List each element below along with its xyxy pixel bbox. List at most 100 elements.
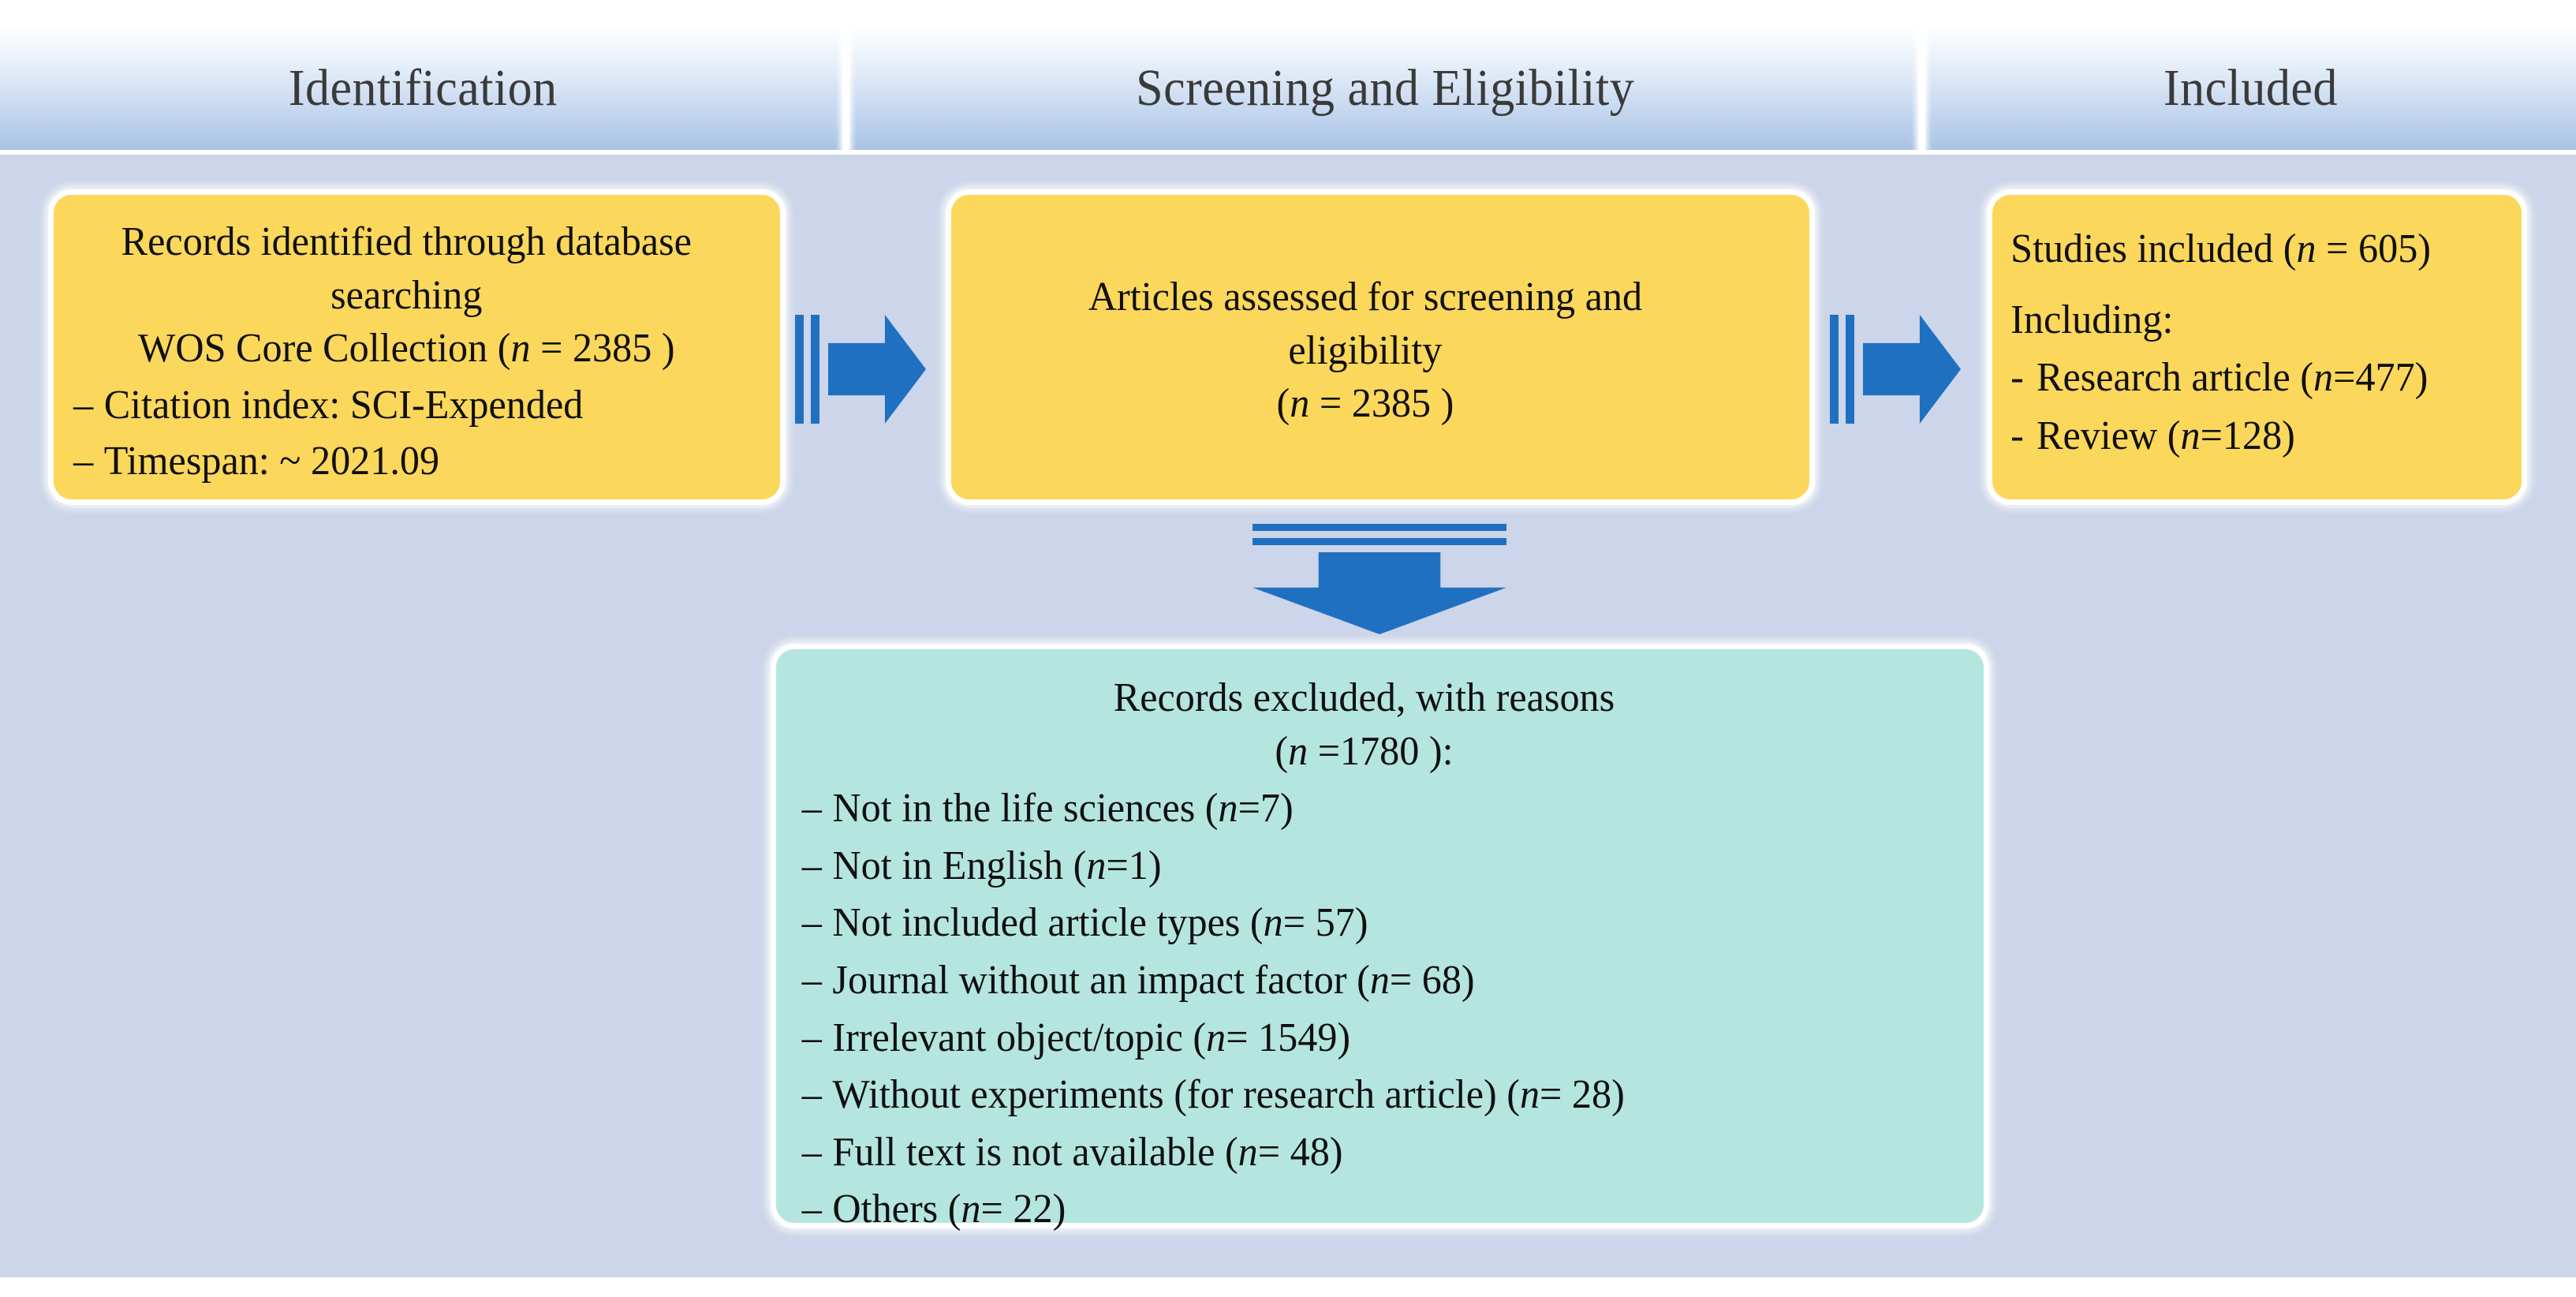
box-records-identified: Records identified through database sear… [48, 189, 786, 505]
header-divider-2 [1918, 26, 1925, 150]
n-symbol: n [510, 326, 531, 372]
n-symbol: n [1206, 1015, 1226, 1060]
reason-count: = 68) [1389, 957, 1475, 1003]
reason-count: =7) [1238, 786, 1294, 832]
bullet-suffix: =477) [2333, 355, 2429, 401]
n-symbol: n [1290, 381, 1310, 427]
bullet-dash: – [801, 957, 822, 1003]
count-prefix: Studies included ( [2010, 226, 2297, 271]
bullet-dash: – [73, 382, 94, 428]
n-symbol: n [961, 1187, 981, 1232]
bullet-prefix: Review ( [2036, 413, 2181, 458]
records-identified-count: WOS Core Collection (n = 2385 ) [73, 322, 739, 376]
diagram-panel: Records identified through database sear… [0, 155, 2576, 1277]
records-excluded-count: (n =1780 ): [802, 725, 1926, 779]
wos-suffix: = 2385 ) [530, 326, 675, 372]
reason-count: = 28) [1540, 1072, 1625, 1118]
bullet-prefix: Research article ( [2036, 355, 2314, 401]
header-section-included: Included [1925, 26, 2576, 150]
header-section-identification: Identification [0, 26, 846, 150]
records-identified-line2: searching [330, 272, 483, 318]
reason-text: Not in English ( [832, 843, 1087, 888]
excluded-reason-6: – Full text is not available (n = 48) [802, 1126, 1926, 1179]
identification-bullet-1: – Timespan: ~ 2021.09 [73, 435, 739, 488]
reason-text: Full text is not available ( [832, 1129, 1238, 1175]
reason-text: Irrelevant object/topic ( [832, 1015, 1207, 1060]
studies-included-count: Studies included (n = 605) [2010, 222, 2492, 276]
bullet-dash: - [2010, 413, 2024, 458]
excluded-reason-4: – Irrelevant object/topic (n = 1549) [802, 1011, 1926, 1065]
header-label-included: Included [2163, 58, 2338, 117]
arrow-head [828, 315, 926, 424]
bullet-dash: – [73, 439, 94, 484]
arrow-screening-to-included [1830, 315, 1961, 424]
including-label: Including: [2010, 297, 2174, 342]
stage-header-band: Identification Screening and Eligibility… [0, 26, 2576, 150]
count-prefix: ( [1276, 381, 1290, 427]
n-symbol: n [2296, 226, 2317, 271]
records-excluded-line1: Records excluded, with reasons [1113, 675, 1615, 720]
bullet-dash: – [801, 1015, 822, 1060]
bullet-dash: – [801, 786, 822, 832]
articles-assessed-count: (n = 2385 ) [971, 377, 1760, 431]
arrow-stripe [1846, 315, 1854, 424]
n-symbol: n [2313, 355, 2334, 401]
excluded-reason-3: – Journal without an impact factor (n = … [802, 954, 1926, 1007]
bullet-text: Timespan: ~ 2021.09 [103, 439, 440, 484]
count-prefix: ( [1275, 728, 1289, 774]
box-studies-included: Studies included (n = 605) Including: - … [1987, 189, 2527, 505]
articles-assessed-line2: eligibility [1288, 327, 1443, 373]
bullet-dash: – [801, 1072, 822, 1118]
box-articles-assessed: Articles assessed for screening and elig… [946, 189, 1815, 505]
header-label-identification: Identification [288, 58, 558, 117]
excluded-reason-0: – Not in the life sciences (n=7) [802, 782, 1926, 835]
arrow-screening-to-excluded [1253, 524, 1506, 634]
arrow-stripes [1253, 524, 1506, 545]
reason-text: Others ( [832, 1187, 961, 1232]
arrow-stripes [1830, 315, 1854, 424]
arrow-stripe [1830, 315, 1839, 424]
records-identified-line1: Records identified through database [121, 219, 692, 264]
arrow-stripes [795, 315, 819, 424]
arrow-stripe [1253, 538, 1506, 545]
n-symbol: n [2180, 413, 2201, 458]
arrow-stripe [795, 315, 804, 424]
count-suffix: = 2385 ) [1309, 381, 1454, 427]
excluded-reason-2: – Not included article types (n = 57) [802, 896, 1926, 950]
reason-count: =1) [1106, 843, 1162, 888]
wos-prefix: WOS Core Collection ( [137, 326, 511, 372]
reason-count: = 22) [980, 1187, 1066, 1232]
n-symbol: n [1369, 957, 1390, 1003]
arrow-head [1863, 315, 1961, 424]
included-bullet-0: - Research article (n=477) [2010, 351, 2492, 405]
included-bullet-1: - Review (n=128) [2010, 409, 2492, 463]
bullet-suffix: =128) [2200, 413, 2295, 458]
reason-count: = 48) [1257, 1129, 1343, 1175]
identification-bullet-0: – Citation index: SCI-Expended [73, 379, 739, 432]
header-divider-1 [842, 26, 849, 150]
bullet-dash: – [801, 843, 822, 888]
n-symbol: n [1218, 786, 1238, 832]
bullet-dash: - [2010, 355, 2024, 401]
header-section-screening: Screening and Eligibility [849, 26, 1921, 150]
count-suffix: = 605) [2316, 226, 2432, 271]
reason-text: Journal without an impact factor ( [832, 957, 1370, 1003]
box-records-excluded: Records excluded, with reasons (n =1780 … [771, 644, 1989, 1232]
arrow-identification-to-screening [795, 315, 926, 424]
reason-text: Not included article types ( [832, 900, 1264, 946]
reason-count: = 57) [1282, 900, 1368, 946]
n-symbol: n [1238, 1129, 1258, 1175]
arrow-stripe [1253, 524, 1506, 531]
n-symbol: n [1263, 900, 1283, 946]
excluded-reason-5: – Without experiments (for research arti… [802, 1068, 1926, 1122]
bullet-text: Citation index: SCI-Expended [103, 382, 584, 428]
reason-count: = 1549) [1226, 1015, 1351, 1060]
arrow-stripe [811, 315, 819, 424]
count-suffix: =1780 ): [1308, 728, 1454, 774]
n-symbol: n [1519, 1072, 1540, 1118]
bullet-dash: – [801, 900, 822, 946]
excluded-reason-1: – Not in English (n=1) [802, 839, 1926, 893]
n-symbol: n [1288, 728, 1309, 774]
bullet-dash: – [801, 1187, 822, 1232]
